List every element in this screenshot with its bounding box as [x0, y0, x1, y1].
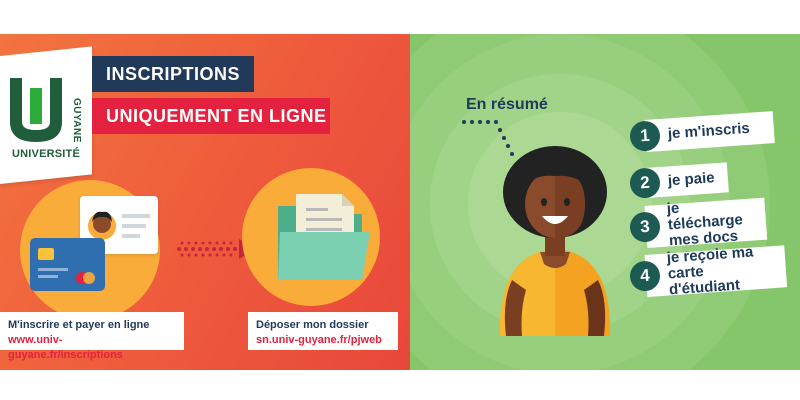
banner-en-ligne: UNIQUEMENT EN LIGNE	[92, 98, 330, 134]
logo-universite-text: UNIVERSITÉ	[12, 148, 81, 160]
step-label-2: je paie	[667, 169, 716, 190]
step-label-3: je télécharge mes docs	[666, 199, 744, 250]
summary-step-2: 2 je paie	[628, 162, 729, 200]
summary-step-3: 3 je télécharge mes docs	[628, 197, 768, 250]
link-inscriptions[interactable]: www.univ-guyane.fr/inscriptions	[8, 334, 123, 361]
dotted-pointer	[462, 120, 514, 156]
university-logo-icon	[10, 78, 62, 142]
banner-inscriptions: INSCRIPTIONS	[92, 56, 254, 92]
folder-icon	[278, 194, 370, 280]
logo-guyane-text: GUYANE	[71, 98, 82, 143]
caption-inscription: M'inscrire et payer en ligne www.univ-gu…	[0, 312, 184, 361]
summary-step-4: 4 je reçoie ma carte d'étudiant	[628, 243, 788, 299]
link-pjweb[interactable]: sn.univ-guyane.fr/pjweb	[256, 334, 382, 346]
summary-title: En résumé	[466, 96, 548, 113]
step-label-1: je m'inscris	[667, 119, 751, 143]
banner-en-ligne-text: UNIQUEMENT EN LIGNE	[106, 105, 327, 126]
bank-card-icon	[30, 238, 105, 291]
student-illustration	[499, 146, 611, 336]
caption-inscription-title: M'inscrire et payer en ligne	[8, 319, 150, 331]
arrow-right-icon	[177, 239, 255, 259]
caption-dossier: Déposer mon dossier sn.univ-guyane.fr/pj…	[248, 312, 398, 350]
caption-dossier-title: Déposer mon dossier	[256, 319, 369, 331]
step-label-4: je reçoie ma carte d'étudiant	[666, 243, 754, 299]
banner-inscriptions-text: INSCRIPTIONS	[106, 63, 241, 84]
